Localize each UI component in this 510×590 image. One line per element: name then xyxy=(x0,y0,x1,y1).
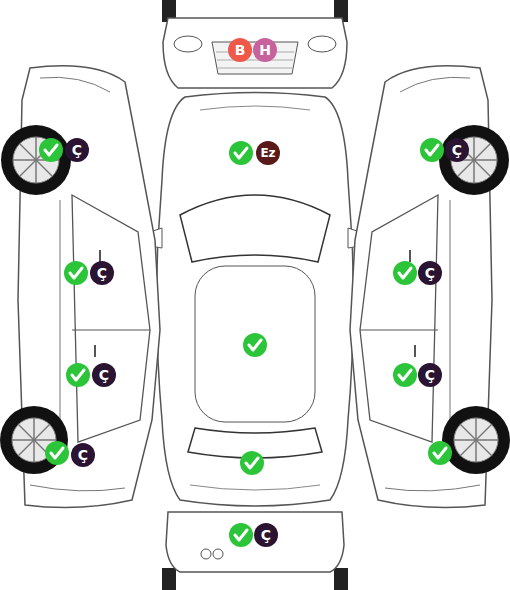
trunk-line xyxy=(190,485,320,490)
tyre xyxy=(162,568,176,590)
badge-letter: Ç xyxy=(261,523,271,547)
tyre xyxy=(334,568,348,590)
badge-letter: Ç xyxy=(425,261,435,285)
check-mark xyxy=(420,138,444,162)
headlight xyxy=(308,36,336,52)
check-mark xyxy=(393,363,417,387)
rear-bumper xyxy=(166,512,344,572)
check-mark xyxy=(66,363,90,387)
status-badge: Ç xyxy=(65,138,89,162)
front-bumper xyxy=(163,18,347,88)
status-badge: Ç xyxy=(92,363,116,387)
check-mark xyxy=(45,441,69,465)
badge-letter: Ç xyxy=(425,363,435,387)
exhaust xyxy=(213,549,223,559)
badge-letter: Ç xyxy=(97,261,107,285)
check-mark xyxy=(393,261,417,285)
status-badge: H xyxy=(253,38,277,62)
badge-letter: Ç xyxy=(99,363,109,387)
windshield xyxy=(180,195,330,262)
badge-letter: H xyxy=(259,38,271,62)
status-badge: Ç xyxy=(418,261,442,285)
check-mark xyxy=(39,138,63,162)
status-badge: Ç xyxy=(71,443,95,467)
car-left-side xyxy=(0,66,160,508)
check-mark xyxy=(428,441,452,465)
roof xyxy=(195,266,315,422)
status-badge: B xyxy=(228,38,252,62)
check-mark xyxy=(229,523,253,547)
check-mark xyxy=(229,141,253,165)
exhaust xyxy=(201,549,211,559)
check-mark xyxy=(64,261,88,285)
status-badge: Ç xyxy=(418,363,442,387)
check-mark xyxy=(240,451,264,475)
badge-letter: Ç xyxy=(72,138,82,162)
headlight xyxy=(174,36,202,52)
badge-letter: B xyxy=(235,38,246,62)
status-badge: Ç xyxy=(445,138,469,162)
car-right-side xyxy=(350,66,510,508)
status-badge: Ç xyxy=(254,523,278,547)
badge-letter: Ç xyxy=(78,443,88,467)
hood-line xyxy=(200,106,310,110)
status-badge: Ç xyxy=(90,261,114,285)
badge-letter: Ç xyxy=(452,138,462,162)
badge-letter: Ez xyxy=(260,141,275,165)
status-badge: Ez xyxy=(256,141,280,165)
car-body-top xyxy=(157,93,354,507)
check-mark xyxy=(243,333,267,357)
